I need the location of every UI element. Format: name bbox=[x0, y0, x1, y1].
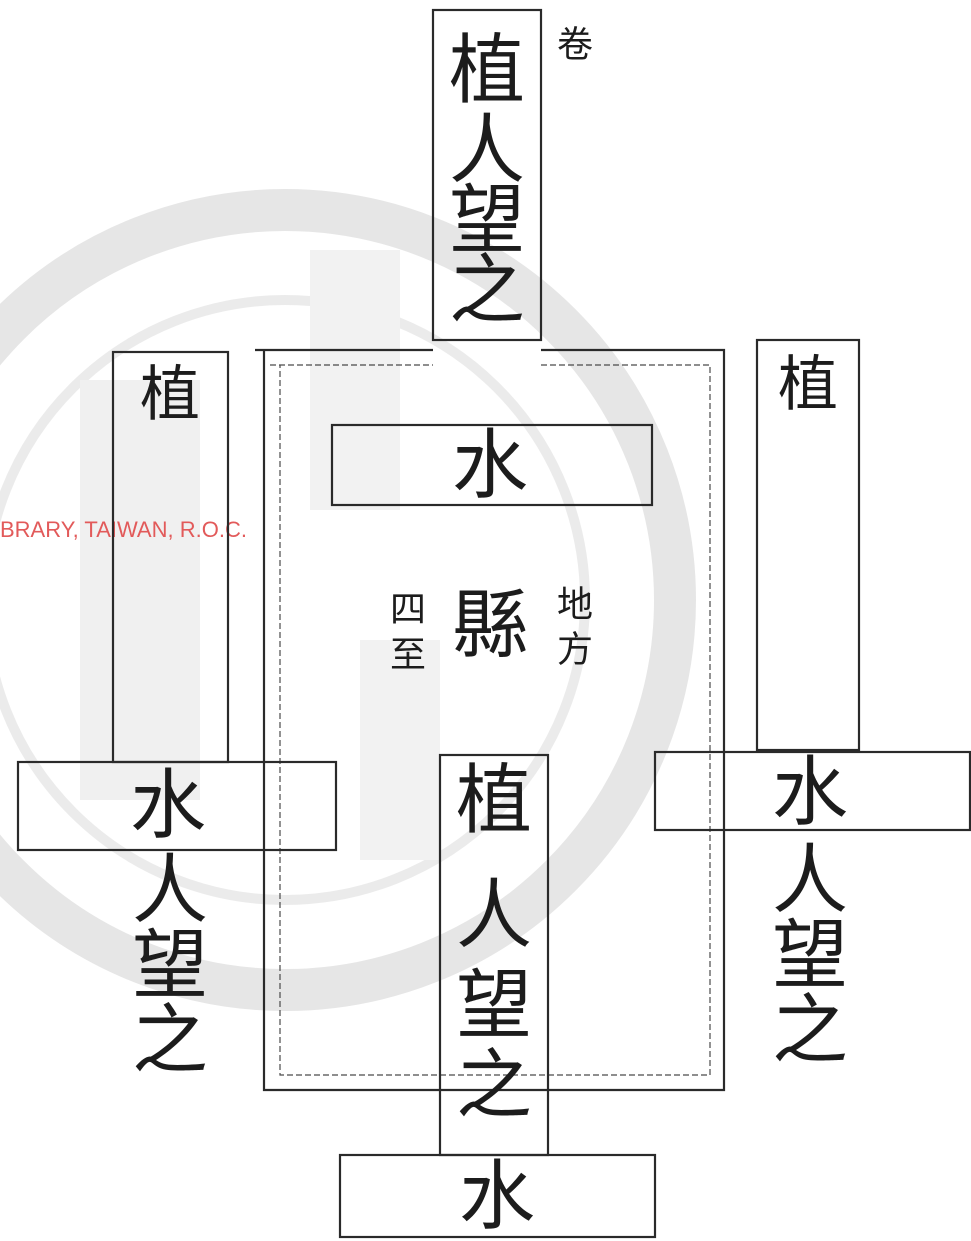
middle-bottom-char-4: 之 bbox=[456, 1041, 532, 1130]
left-column-label: 植 bbox=[140, 360, 200, 430]
top-char-1: 植 bbox=[449, 26, 525, 115]
inner-top-box bbox=[330, 423, 654, 507]
outer-frame-inner bbox=[270, 364, 711, 1076]
top-char-4: 之 bbox=[449, 246, 525, 335]
center-text: 縣 地 方 四 至 bbox=[390, 581, 593, 676]
left-bottom-char-1: 人 bbox=[132, 846, 208, 935]
right-column-label: 植 bbox=[778, 350, 838, 420]
watermark-text: BRARY, TAIWAN, R.O.C. bbox=[0, 517, 247, 542]
left-bottom-char-2: 望 bbox=[132, 921, 208, 1010]
right-bottom-char-1: 人 bbox=[772, 836, 848, 925]
left-bottom-box bbox=[16, 760, 338, 852]
middle-bottom-column-text: 植 人 望 之 bbox=[456, 756, 532, 1130]
center-left-char-2: 至 bbox=[390, 635, 426, 676]
right-bottom-box-label: 水 bbox=[772, 748, 848, 837]
bottom-box bbox=[338, 1153, 657, 1239]
seal-glyph-block-2 bbox=[310, 250, 400, 510]
seal-glyph-block-1 bbox=[80, 380, 200, 800]
inner-top-label: 水 bbox=[452, 421, 528, 510]
middle-bottom-char-2: 人 bbox=[456, 871, 532, 960]
middle-bottom-char-1: 植 bbox=[456, 756, 532, 845]
left-bottom-char-3: 之 bbox=[132, 996, 208, 1085]
center-left-char-1: 四 bbox=[390, 590, 426, 631]
right-bottom-box bbox=[653, 750, 971, 832]
corner-mark: 卷 bbox=[557, 25, 593, 66]
top-label-column: 植 人 望 之 bbox=[449, 26, 525, 335]
seal-outer-ring bbox=[0, 189, 696, 1011]
left-bottom-column: 人 望 之 bbox=[132, 846, 208, 1085]
right-bottom-char-3: 之 bbox=[772, 986, 848, 1075]
middle-bottom-char-3: 望 bbox=[456, 961, 532, 1050]
right-bottom-char-2: 望 bbox=[772, 911, 848, 1000]
outer-frame bbox=[255, 348, 726, 1092]
bottom-box-label: 水 bbox=[459, 1152, 535, 1241]
seal-inner-ring bbox=[0, 295, 590, 905]
left-bottom-box-label: 水 bbox=[130, 761, 206, 850]
right-bottom-column: 人 望 之 bbox=[772, 836, 848, 1075]
top-column-frame bbox=[431, 8, 543, 342]
center-right-char-2: 方 bbox=[557, 630, 593, 671]
top-char-2: 人 bbox=[449, 106, 525, 195]
center-main-char: 縣 bbox=[452, 581, 528, 670]
right-column-frame bbox=[755, 338, 861, 752]
library-seal bbox=[0, 189, 696, 1011]
center-right-char-1: 地 bbox=[557, 585, 593, 626]
seal-glyph-block-3 bbox=[360, 640, 440, 860]
top-char-3: 望 bbox=[449, 176, 525, 265]
